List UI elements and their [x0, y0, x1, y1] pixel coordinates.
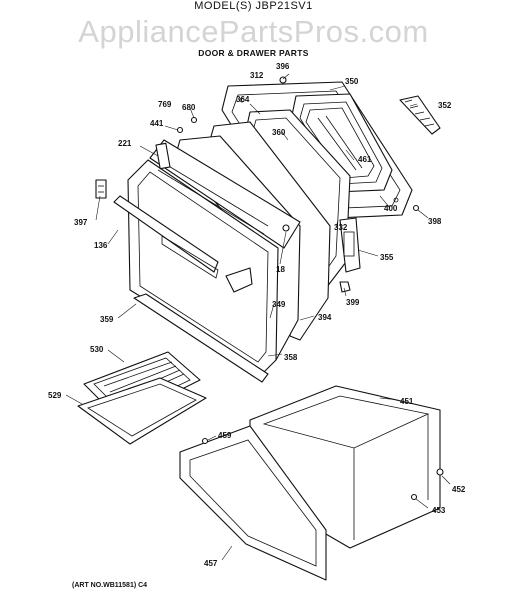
diagram-subtitle: DOOR & DRAWER PARTS — [198, 48, 309, 58]
site-watermark: AppliancePartsPros.com — [78, 14, 429, 49]
callout-461: 461 — [358, 155, 372, 164]
callout-769: 769 — [158, 100, 172, 109]
callout-452: 452 — [452, 485, 466, 494]
callout-360: 360 — [272, 128, 286, 137]
callout-451: 451 — [400, 397, 414, 406]
callout-399: 399 — [346, 298, 360, 307]
fasteners — [176, 76, 420, 293]
art-number: (ART NO.WB11581) C4 — [72, 582, 148, 589]
bracket-397 — [95, 179, 107, 199]
callout-457: 457 — [204, 559, 218, 568]
drawer-front-457 — [179, 425, 327, 581]
callout-312: 312 — [250, 71, 264, 80]
callout-680: 680 — [182, 103, 196, 112]
leader-lines — [65, 73, 451, 561]
callout-359: 359 — [100, 315, 114, 324]
vent-trim-221 — [155, 142, 171, 170]
callout-221: 221 — [118, 139, 132, 148]
callout-394: 394 — [318, 313, 332, 322]
callout-352: 352 — [438, 101, 452, 110]
callout-364: 364 — [236, 95, 250, 104]
callout-332: 332 — [334, 223, 348, 232]
door-bottom-trim-359 — [133, 293, 269, 383]
callout-396: 396 — [276, 62, 290, 71]
callout-349: 349 — [272, 300, 286, 309]
door-gasket-352 — [399, 95, 441, 135]
broil-pan-529 — [77, 377, 207, 445]
drawer-fasteners — [201, 437, 444, 501]
callout-400: 400 — [384, 204, 398, 213]
model-title: MODEL(S) JBP21SV1 — [194, 0, 313, 12]
callout-441: 441 — [150, 119, 164, 128]
callout-350: 350 — [345, 77, 359, 86]
callout-18: 18 — [276, 265, 285, 274]
callout-453: 453 — [432, 506, 446, 515]
callout-397: 397 — [74, 218, 88, 227]
callout-459: 459 — [218, 431, 232, 440]
callout-398: 398 — [428, 217, 442, 226]
callout-355: 355 — [380, 253, 394, 262]
callout-358: 358 — [284, 353, 298, 362]
callout-labels: 396 312 350 352 769 680 364 441 360 461 … — [48, 62, 466, 568]
door-hinge-355 — [339, 217, 361, 273]
callout-136: 136 — [94, 241, 108, 250]
callout-529: 529 — [48, 391, 62, 400]
callout-530: 530 — [90, 345, 104, 354]
